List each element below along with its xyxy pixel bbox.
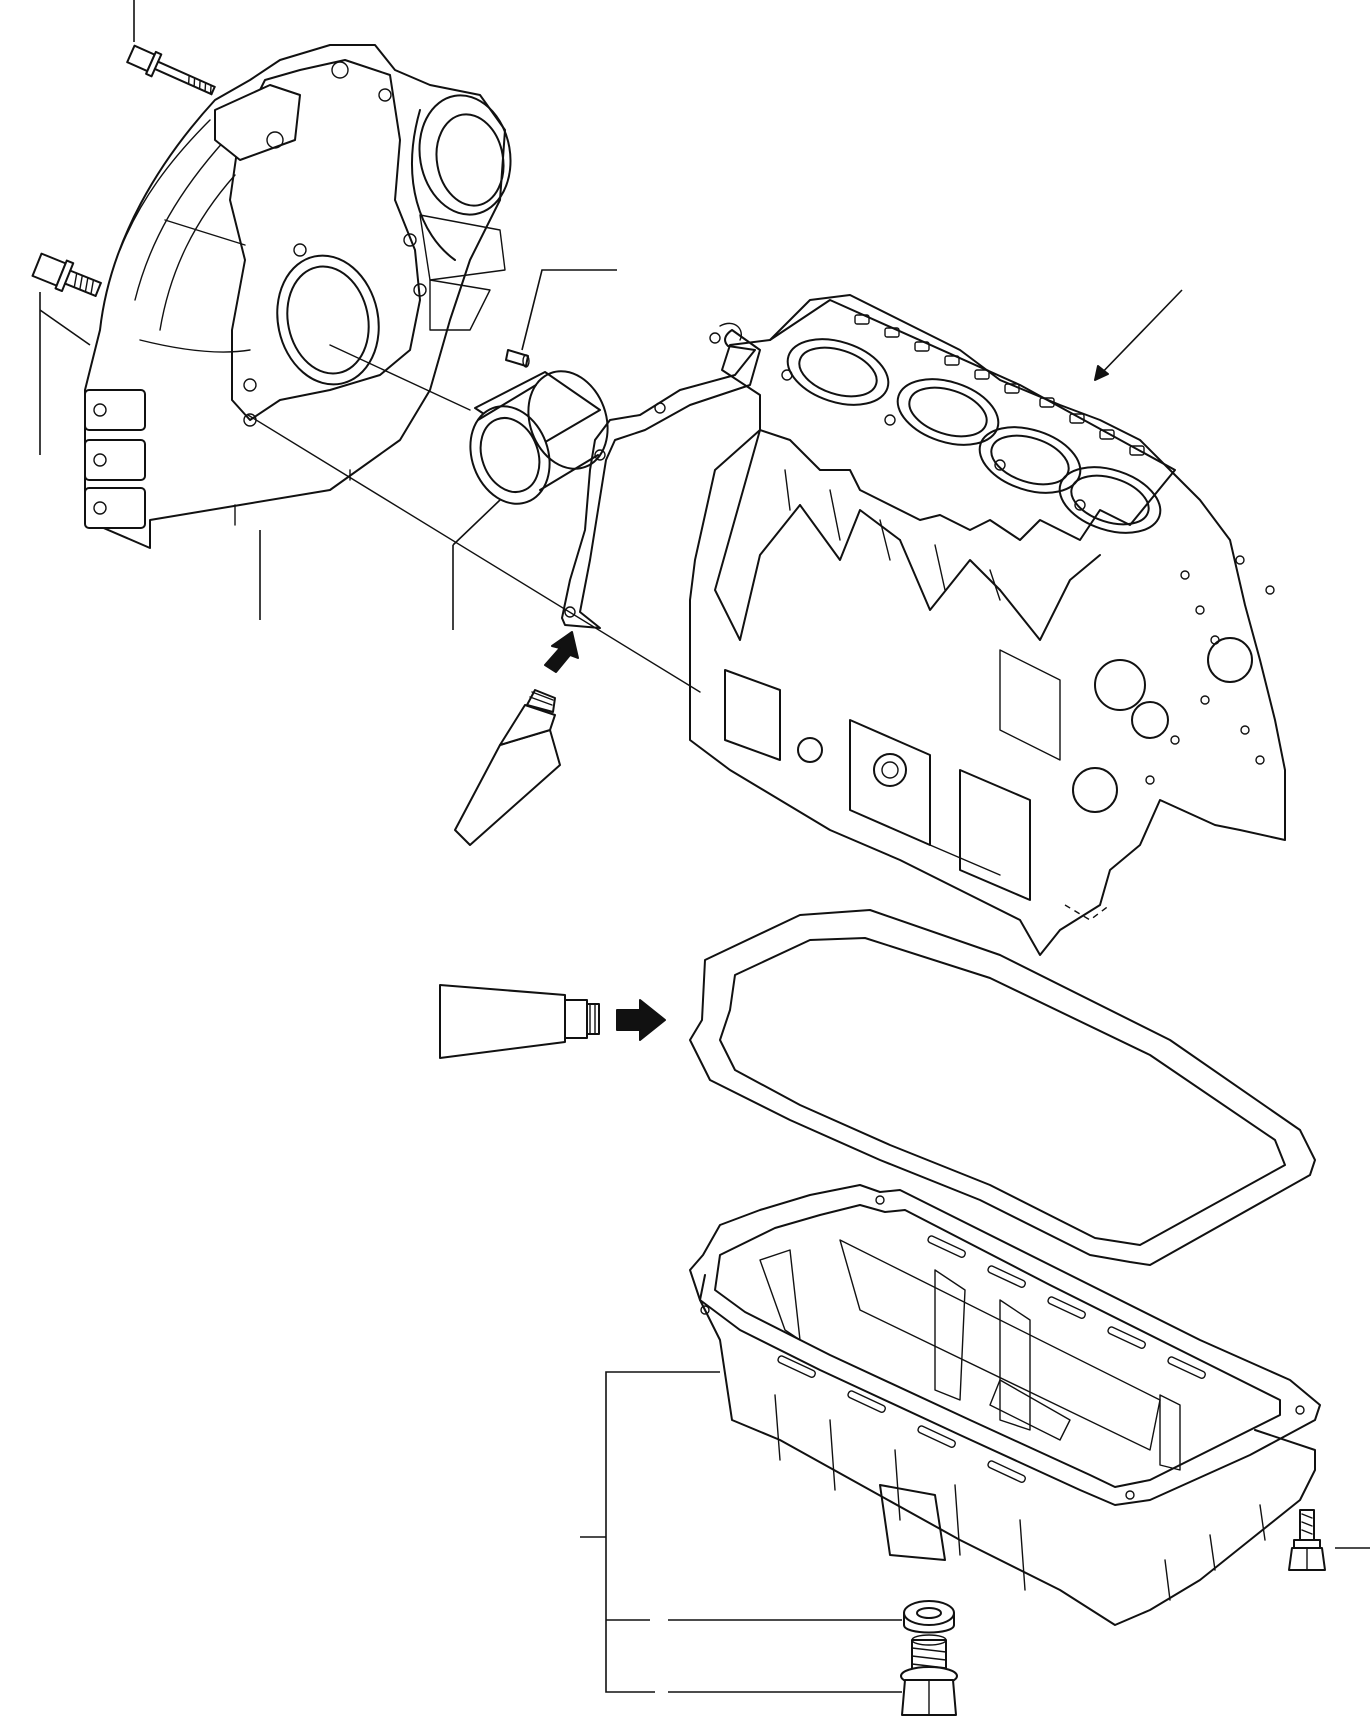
sealant-housing-gasket (454, 631, 579, 846)
leader-dowel-pin (521, 269, 617, 351)
sealant-tube-icon (454, 689, 561, 846)
leader-oil-pan-bracket (605, 1371, 720, 1693)
flywheel-housing-bolt-side[interactable] (31, 251, 103, 304)
leader-lines (39, 0, 1370, 1693)
crankshaft-rear-oil-seal[interactable] (457, 360, 621, 515)
leader-oil-seal-diag (452, 499, 501, 546)
sealant-tube-icon (439, 984, 600, 1059)
oil-pan-bolt[interactable] (1288, 1509, 1326, 1571)
housing-gasket[interactable] (561, 322, 761, 629)
gasket-icon (689, 909, 1316, 1266)
oil-pan[interactable] (689, 1184, 1321, 1626)
pin-icon (505, 349, 529, 367)
dowel-pin[interactable] (505, 349, 530, 368)
washer-icon (903, 1600, 955, 1626)
oil-pan-icon (699, 1274, 1316, 1626)
flywheel-housing[interactable] (84, 44, 520, 549)
flywheel-housing-bolt-top[interactable] (126, 43, 218, 102)
leader-side-bolt-diag (39, 309, 91, 346)
sealant-oil-pan-gasket (439, 984, 666, 1059)
drain-plug-washer[interactable] (903, 1600, 955, 1634)
arrow-to-gasket-icon (616, 999, 666, 1041)
leader-cylinder-block (1094, 289, 1183, 381)
engine-block-icon (689, 294, 1286, 956)
cylinder-block[interactable] (689, 294, 1286, 956)
seal-axis-line (329, 344, 471, 411)
arrow-to-gasket-icon (544, 631, 579, 673)
oil-pan-gasket[interactable] (689, 909, 1316, 1266)
gasket-icon (561, 329, 761, 629)
leader-cylinder-block-arrowhead (1094, 365, 1109, 381)
drain-plug[interactable] (900, 1634, 958, 1716)
housing-icon (84, 44, 506, 549)
assembly-axis-line (247, 414, 701, 693)
